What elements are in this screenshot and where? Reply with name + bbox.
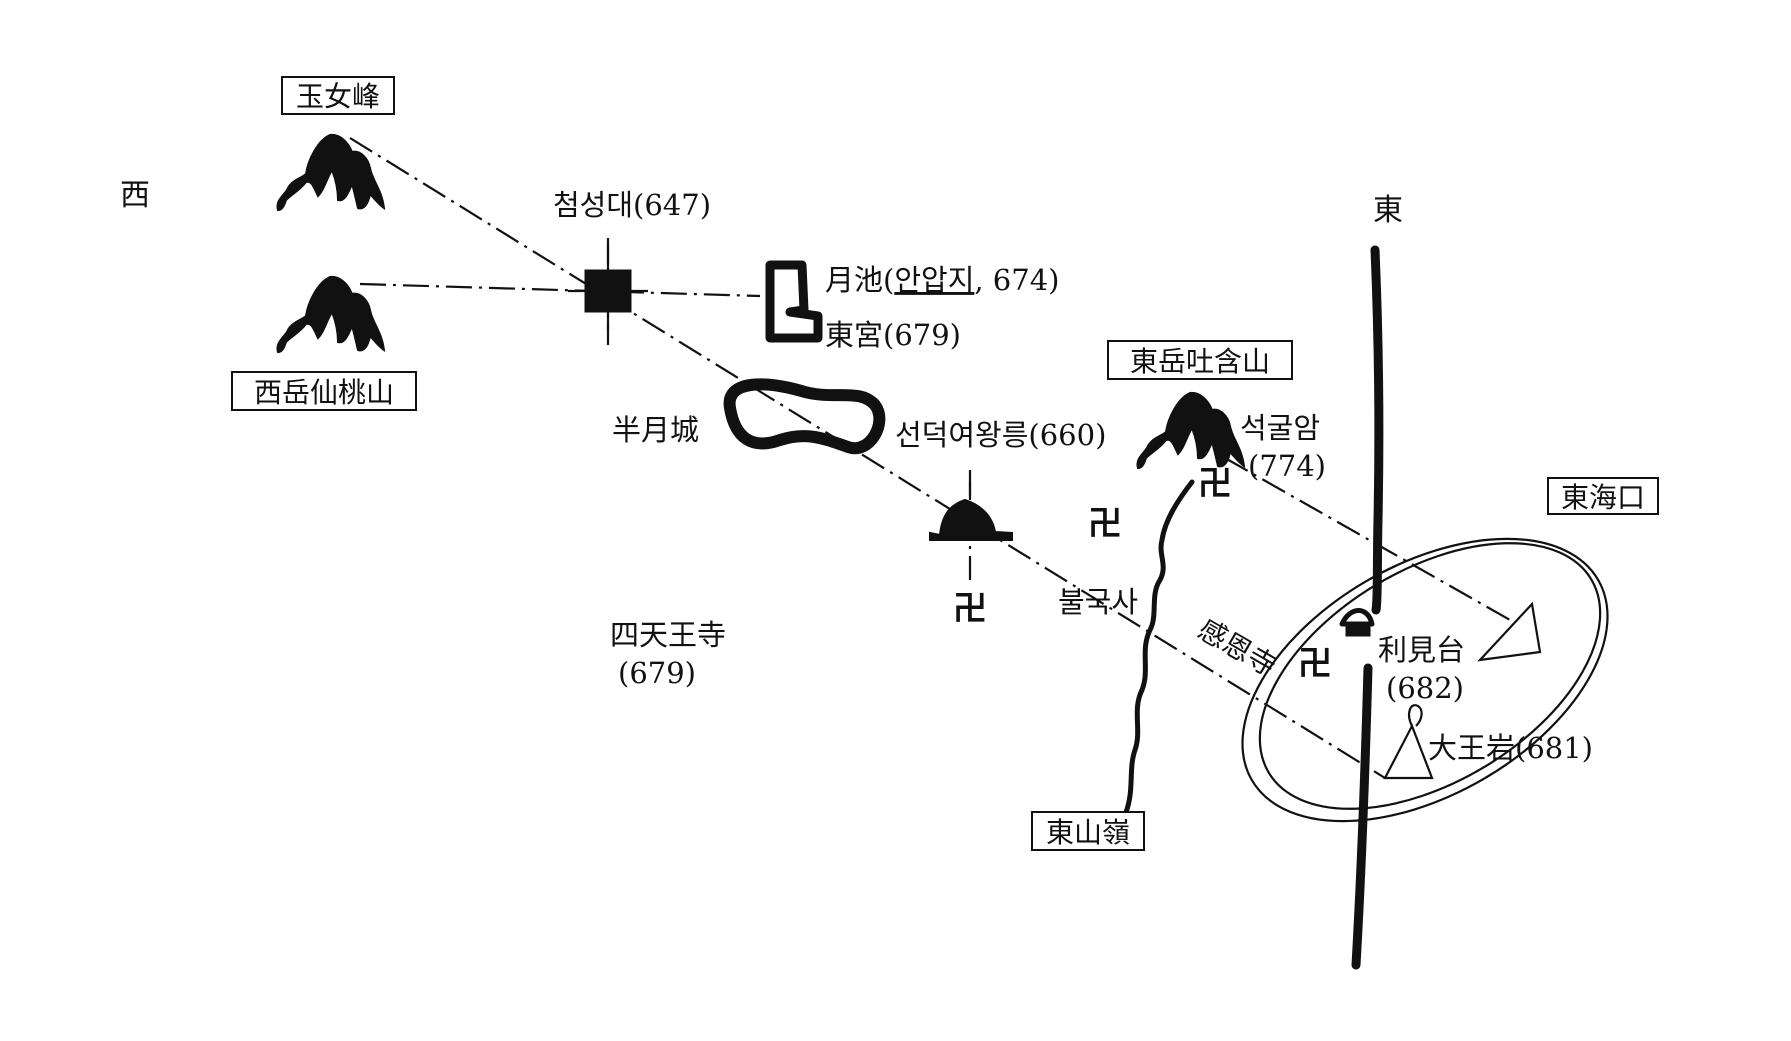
seokguram-name-label: 석굴암	[1240, 411, 1320, 445]
sightline-seoak-to-wolji	[359, 282, 761, 298]
seondeok-tomb-label: 선덕여왕릉(660)	[895, 418, 1106, 452]
east-axis-line	[1370, 245, 1384, 615]
pond-icon	[765, 260, 823, 343]
manji-temple-icon: 卍	[953, 589, 987, 629]
compass-west: 西	[120, 178, 150, 213]
mountain-icon	[276, 275, 386, 354]
fortress-icon	[723, 378, 886, 455]
donggung-label: 東宮(679)	[825, 318, 961, 352]
dongsanryeong-ridge-line	[1122, 479, 1195, 818]
east-axis-line-lower	[1351, 663, 1373, 970]
seoak-label: 西岳仙桃山	[254, 376, 394, 409]
sacheonwangsa-name-label: 四天王寺	[610, 618, 726, 652]
gameunsa-label: 感恩寺	[1193, 612, 1282, 683]
igyeondae-name-label: 利見台	[1378, 633, 1465, 667]
wolji-label-suffix: , 674)	[974, 263, 1059, 297]
east-sea-coast-inner	[1258, 542, 1602, 810]
manji-temple-icon: 卍	[1088, 504, 1122, 544]
svg-text:卍: 卍	[1198, 464, 1232, 504]
daewangam-label: 大王岩(681)	[1428, 731, 1593, 765]
compass-east: 東	[1373, 193, 1403, 228]
royal-tomb-icon	[929, 482, 1013, 541]
wolji-label: 月池(안압지, 674)	[825, 263, 1059, 297]
okyeobong-label-box: 玉女峰	[281, 76, 395, 115]
mountain-icon	[1136, 391, 1246, 470]
observatory-icon	[568, 245, 648, 330]
wolji-label-underlined: 안압지	[894, 263, 974, 297]
east-sea-coast-outer	[1241, 537, 1609, 823]
dongak-label-box: 東岳吐含山	[1107, 340, 1293, 380]
svg-text:卍: 卍	[1298, 644, 1332, 684]
dongsanryeong-label: 東山嶺	[1046, 816, 1130, 849]
svg-text:卍: 卍	[953, 589, 987, 629]
sight-lines	[349, 137, 1511, 779]
sacheonwangsa-year-label: (679)	[618, 656, 696, 690]
wolji-label-prefix: 月池(	[825, 263, 894, 297]
bulguksa-label: 불국사	[1058, 585, 1138, 619]
triangle-rock-icon	[1477, 601, 1542, 662]
cheomseongdae-label: 첨성대(647)	[553, 188, 711, 222]
manji-temple-icon: 卍	[1198, 464, 1232, 504]
mountain-icon	[276, 133, 386, 212]
sightline-okyeobong-to-gameunsa	[349, 137, 1386, 779]
dongsanryeong-label-box: 東山嶺	[1031, 811, 1145, 851]
banwolseong-label: 半月城	[612, 413, 699, 447]
svg-text:卍: 卍	[1088, 504, 1122, 544]
sightline-seokguram-to-igyeondae	[1224, 457, 1511, 621]
okyeobong-label: 玉女峰	[296, 80, 380, 113]
dongak-label: 東岳吐含山	[1130, 345, 1270, 378]
triangle-rock-icon	[1383, 723, 1434, 780]
seokguram-year-label: (774)	[1248, 449, 1326, 483]
manji-temple-icon: 卍	[1298, 644, 1332, 684]
seoak-label-box: 西岳仙桃山	[231, 371, 417, 411]
igyeondae-year-label: (682)	[1386, 671, 1464, 705]
donghaegu-label-box: 東海口	[1547, 477, 1659, 515]
rock-stem	[1408, 704, 1423, 727]
donghaegu-label: 東海口	[1561, 481, 1645, 514]
hut-icon	[1339, 608, 1375, 637]
